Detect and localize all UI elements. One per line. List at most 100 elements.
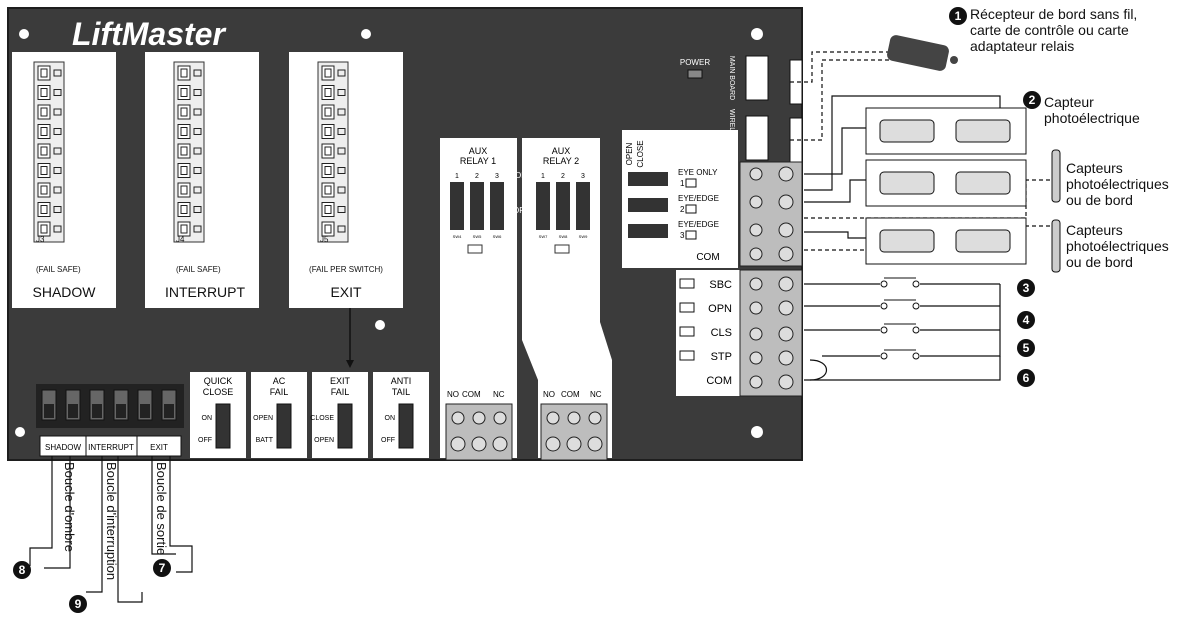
switch-contact: [912, 352, 920, 360]
terminal-screw: [324, 68, 332, 78]
switch-contact: [912, 326, 920, 334]
terminal-slot: [321, 163, 335, 178]
eye-input-label: EYE ONLY: [678, 168, 718, 177]
terminal-screw: [451, 411, 465, 425]
jumper[interactable]: [685, 230, 697, 240]
terminal-pin: [53, 89, 62, 96]
wireless-receiver-icon: [887, 35, 958, 71]
callout-2-text: Capteur photoélectrique: [1044, 94, 1140, 126]
off-label: OFF: [513, 206, 529, 215]
zone-j5-panel: J5 (FAIL PER SWITCH) EXIT: [289, 52, 403, 368]
terminal-slot: [37, 163, 51, 178]
dip-switch[interactable]: [490, 182, 504, 230]
callout-8-badge-number: 8: [19, 563, 26, 577]
switch-title: ANTI: [391, 376, 412, 386]
terminal-screw: [324, 127, 332, 136]
terminal-screw: [40, 185, 48, 195]
dip-switch[interactable]: [556, 182, 570, 230]
terminal-pin: [337, 69, 346, 77]
terminal-screw: [749, 277, 763, 291]
switch-position-label: OFF: [198, 437, 212, 444]
jumper[interactable]: [554, 244, 570, 254]
callout-1-badge-number: 1: [955, 9, 962, 23]
terminal-screw: [749, 223, 763, 237]
terminal-pin: [53, 225, 62, 233]
terminal-screw: [749, 327, 763, 341]
mounting-hole: [751, 28, 763, 40]
mounting-hole: [19, 29, 29, 39]
terminal-pin: [337, 225, 346, 233]
switch-contact: [880, 302, 888, 310]
loop-dip-bank: SHADOW INTERRUPT EXIT: [36, 384, 184, 457]
dip-switch[interactable]: [536, 182, 550, 230]
terminal-pin: [193, 225, 202, 233]
dip-switch[interactable]: [470, 182, 484, 230]
toggle-switch[interactable]: [215, 403, 231, 449]
jumper[interactable]: [685, 204, 697, 214]
jumper[interactable]: [467, 244, 483, 254]
callout-1-badge: [949, 7, 967, 25]
terminal-screw: [472, 411, 486, 425]
terminal-label: NO: [447, 390, 459, 399]
pin-label: 3: [581, 173, 585, 180]
switch-title: AC: [273, 376, 286, 386]
input-jumper[interactable]: [679, 302, 695, 313]
callout-5-badge-number: 5: [1023, 341, 1030, 355]
switch-title: FAIL: [331, 387, 350, 397]
zone-name-label: INTERRUPT: [165, 284, 246, 300]
input-jumper[interactable]: [679, 278, 695, 289]
dip-label: SW9: [579, 234, 588, 239]
dip-switch[interactable]: [450, 182, 464, 230]
eye-dip-switch[interactable]: [628, 172, 668, 186]
switch-contact: [880, 326, 888, 334]
eye-dip-switch[interactable]: [628, 224, 668, 238]
toggle-switch[interactable]: [276, 403, 292, 449]
switch-position-label: ON: [385, 415, 396, 422]
callout-9-badge: [69, 595, 87, 613]
sensors-a-text: Capteurs photoélectriques ou de bord: [1066, 160, 1169, 208]
terminal-slot: [177, 143, 191, 159]
terminal-screw: [40, 107, 48, 117]
jumper[interactable]: [685, 178, 697, 188]
option-switches: QUICKCLOSEONOFFACFAILOPENBATTEXITFAILCLO…: [190, 372, 429, 458]
pin-label: 1: [541, 173, 545, 180]
eye-terminal-block: [739, 161, 803, 267]
terminal-slot: [177, 182, 191, 198]
input-jumper[interactable]: [679, 326, 695, 337]
dip-label: SW7: [539, 234, 548, 239]
zone-name-label: SHADOW: [33, 284, 97, 300]
photo-sensors: [865, 107, 1061, 273]
loop-label: EXIT: [150, 443, 168, 452]
toggle-switch[interactable]: [398, 403, 414, 449]
terminal-screw: [180, 185, 188, 195]
terminal-screw: [324, 107, 332, 117]
switch-position-label: ON: [202, 415, 213, 422]
terminal-screw: [450, 436, 466, 452]
aux-relay-1: AUX RELAY 1 1 2 3 SW4 SW5 SW6 NO COM NC: [447, 146, 505, 399]
eye-dip-switch[interactable]: [628, 198, 668, 212]
terminal-screw: [471, 436, 487, 452]
switch-position-label: CLOSE: [310, 415, 334, 422]
terminal-slot: [177, 85, 191, 100]
control-input-label: COM: [706, 375, 732, 387]
photo-eye-transmitter: [879, 119, 935, 143]
toggle-switch[interactable]: [337, 403, 353, 449]
switch-position-label: OPEN: [314, 437, 334, 444]
dip-switch[interactable]: [576, 182, 590, 230]
terminal-label: NC: [590, 390, 602, 399]
terminal-screw: [324, 146, 332, 156]
terminal-screw: [588, 411, 602, 425]
mounting-hole: [375, 320, 385, 330]
zone-mode-label: (FAIL SAFE): [36, 265, 81, 274]
aux-relay-title: AUX: [469, 146, 488, 156]
callout-6-badge: [1017, 369, 1035, 387]
terminal-label: COM: [561, 390, 580, 399]
wiring: [790, 51, 1056, 381]
terminal-label: COM: [462, 390, 481, 399]
callout-7-text: Boucle de sortie: [154, 462, 169, 556]
terminal-screw: [778, 326, 794, 342]
relay-terminal-blocks: [445, 403, 608, 461]
input-jumper[interactable]: [679, 350, 695, 361]
aux-relay-title: AUX: [552, 146, 571, 156]
